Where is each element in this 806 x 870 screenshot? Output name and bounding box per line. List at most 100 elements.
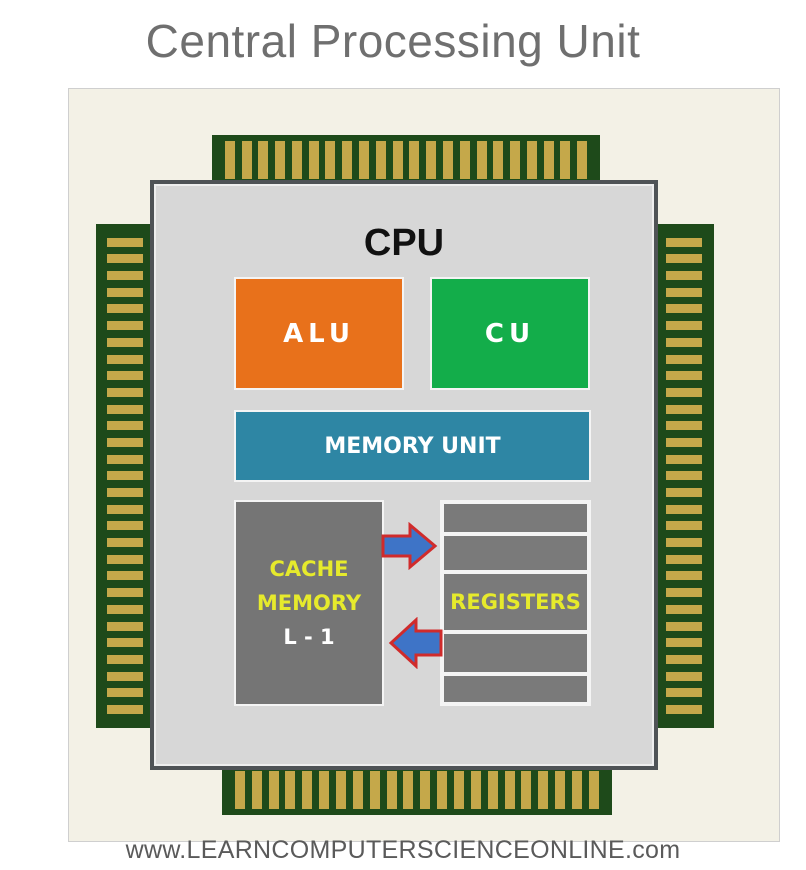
pin xyxy=(107,421,143,431)
register-slot xyxy=(444,574,587,630)
pin xyxy=(336,771,347,809)
website-footer: www.LEARNCOMPUTERSCIENCEONLINE.com xyxy=(125,836,681,864)
pin xyxy=(666,254,702,264)
pin xyxy=(454,771,465,809)
pin xyxy=(234,771,245,809)
pin xyxy=(666,688,702,698)
pin xyxy=(666,454,702,464)
pin xyxy=(107,304,143,314)
pin xyxy=(107,254,143,264)
pin xyxy=(107,337,143,347)
pin xyxy=(409,141,420,179)
memory-unit-label: MEMORY UNIT xyxy=(324,433,501,459)
pin xyxy=(107,604,143,614)
pin xyxy=(666,704,702,714)
pin xyxy=(572,771,583,809)
pin xyxy=(107,554,143,564)
pin xyxy=(291,141,302,179)
pin xyxy=(241,141,252,179)
pin xyxy=(107,471,143,481)
pin xyxy=(666,488,702,497)
pin xyxy=(666,237,702,247)
pin xyxy=(107,404,143,414)
memory-unit-block: MEMORY UNIT xyxy=(234,410,591,482)
pin xyxy=(666,337,702,347)
pin xyxy=(588,771,599,809)
pin xyxy=(437,771,448,809)
alu-label: ALU xyxy=(283,318,355,349)
pin xyxy=(302,771,313,809)
pin xyxy=(470,771,481,809)
pin xyxy=(107,371,143,381)
pin xyxy=(342,141,353,179)
cache-label-line1: CACHE xyxy=(269,557,349,581)
pin xyxy=(666,521,702,531)
pin xyxy=(107,287,143,297)
pin xyxy=(521,771,532,809)
pin xyxy=(666,404,702,414)
registers-label: REGISTERS xyxy=(450,590,581,614)
pin xyxy=(375,141,386,179)
pin xyxy=(666,671,702,681)
cpu-chip: CPU ALU CU MEMORY UNIT CACHE MEMORY L - … xyxy=(150,180,658,770)
pin xyxy=(666,354,702,364)
register-slot xyxy=(444,504,587,532)
pin xyxy=(107,571,143,581)
pins-bottom xyxy=(222,765,612,815)
pin xyxy=(666,571,702,581)
pin xyxy=(666,621,702,631)
pins-left xyxy=(96,224,154,728)
pin xyxy=(392,141,403,179)
pin xyxy=(107,538,143,548)
pin xyxy=(107,588,143,598)
pin xyxy=(666,538,702,548)
pin xyxy=(666,321,702,331)
pin xyxy=(107,437,143,447)
cu-block: CU xyxy=(430,277,590,390)
pin xyxy=(224,141,235,179)
pin xyxy=(107,454,143,464)
cu-label: CU xyxy=(484,318,536,349)
cache-label-line3: L - 1 xyxy=(283,625,335,649)
pin xyxy=(666,387,702,397)
pin xyxy=(666,554,702,564)
pins-right xyxy=(654,224,714,728)
pin xyxy=(666,504,702,514)
pin xyxy=(426,141,437,179)
pin xyxy=(555,771,566,809)
pin xyxy=(107,237,143,247)
pin xyxy=(258,141,269,179)
pin xyxy=(107,521,143,531)
cache-memory-block: CACHE MEMORY L - 1 xyxy=(234,500,384,706)
diagram-title: Central Processing Unit xyxy=(145,15,641,67)
pin xyxy=(493,141,504,179)
pin xyxy=(325,141,336,179)
pin xyxy=(359,141,370,179)
pin xyxy=(285,771,296,809)
pin xyxy=(107,354,143,364)
pin xyxy=(442,141,453,179)
pin xyxy=(526,141,537,179)
pin xyxy=(666,638,702,648)
pin xyxy=(666,271,702,281)
pin xyxy=(107,504,143,514)
pin xyxy=(666,421,702,431)
pin xyxy=(504,771,515,809)
pin xyxy=(560,141,571,179)
pin xyxy=(666,588,702,598)
pin xyxy=(543,141,554,179)
pin xyxy=(107,387,143,397)
pin xyxy=(107,488,143,497)
pin xyxy=(666,287,702,297)
pin xyxy=(251,771,262,809)
pin xyxy=(107,688,143,698)
pin xyxy=(510,141,521,179)
pin xyxy=(666,371,702,381)
pin xyxy=(420,771,431,809)
registers-block: REGISTERS xyxy=(440,500,591,706)
pin xyxy=(352,771,363,809)
pin xyxy=(666,654,702,664)
register-slot xyxy=(444,676,587,702)
pin xyxy=(308,141,319,179)
pin xyxy=(369,771,380,809)
